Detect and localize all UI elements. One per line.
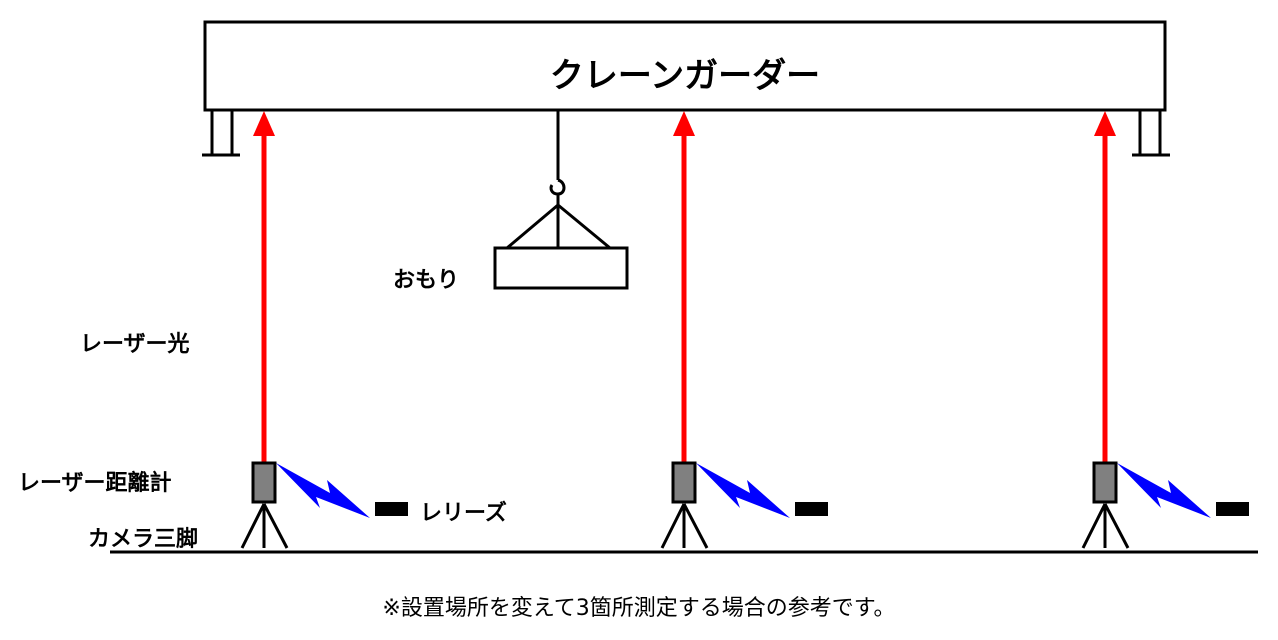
laser-distance-meter [671,461,697,504]
tripod-label: カメラ三脚 [88,527,199,552]
measurement-station [660,111,828,549]
tripod-leg [682,503,709,549]
footnote: ※設置場所を変えて3箇所測定する場合の参考です。 [382,596,896,621]
tripod-leg [1081,503,1107,549]
tripod-leg [240,503,266,549]
tripod-icon [240,503,289,549]
laser-arrowhead-icon [1094,111,1116,136]
laser-distance-meter [1092,461,1118,504]
laser-distance-meter [251,461,277,504]
right-support [1132,110,1170,157]
tripod-leg [262,503,289,549]
tripod-icon [660,503,709,549]
hanging-weight [493,110,629,290]
release-remote [375,502,408,516]
measurement-station [1081,111,1249,549]
laser-arrowhead-icon [253,111,275,136]
tripod-icon [1081,503,1130,549]
wireless-signal-icon [696,463,790,518]
measurement-station [240,111,408,549]
tripod-leg [660,503,686,549]
crane-girder [203,20,1167,112]
hook-icon [549,178,566,196]
weight-box [493,246,629,290]
laser-beam-label: レーザー光 [80,332,190,357]
release-remote [795,502,828,516]
release-remote [1216,502,1249,516]
left-support [202,110,240,157]
release-label: レリーズ [420,501,507,526]
girder-label: クレーンガーダー [549,56,821,96]
wireless-signal-icon [1117,463,1211,518]
weight-label: おもり [393,268,460,293]
laser-arrowhead-icon [673,111,695,136]
wireless-signal-icon [276,463,370,518]
laser-meter-label: レーザー距離計 [18,471,172,496]
tripod-leg [1103,503,1130,549]
